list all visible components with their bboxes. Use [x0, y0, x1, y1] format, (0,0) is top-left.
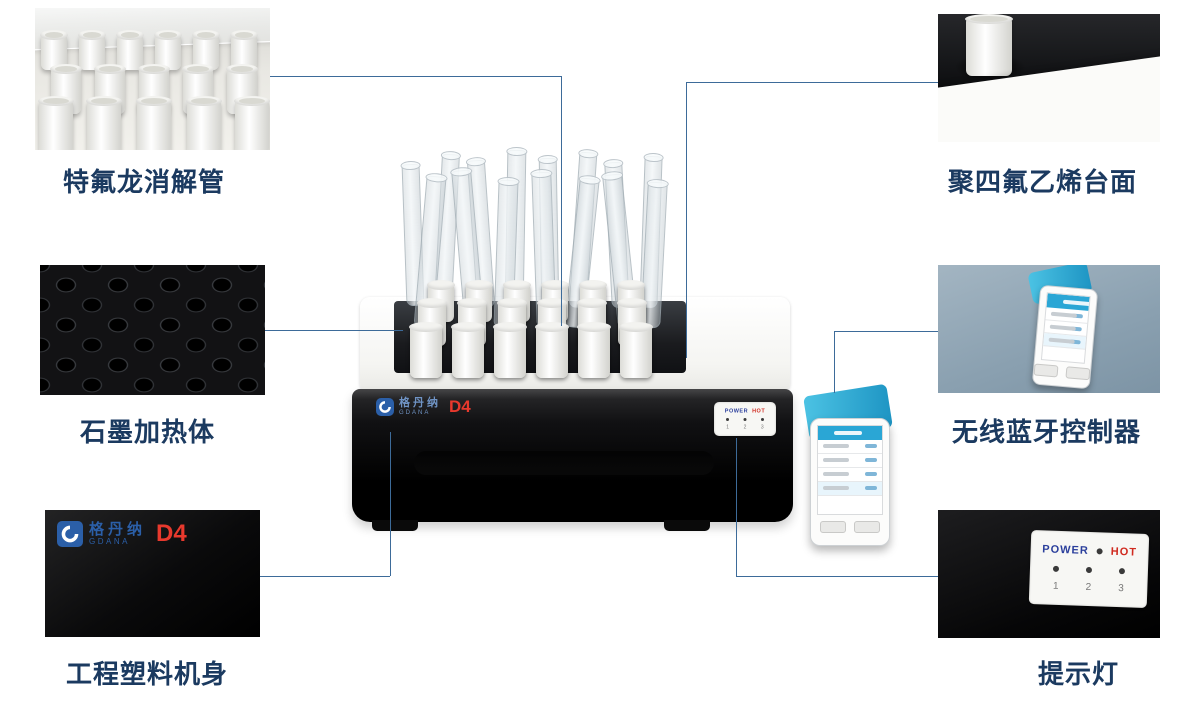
brand-name-en: GDANA: [399, 409, 431, 416]
brand-name-cn: 格丹纳: [399, 397, 441, 410]
ptfe-tube: [226, 64, 258, 114]
instrument-foot: [372, 520, 418, 531]
ptfe-sleeve: [619, 322, 653, 378]
hot-label: HOT: [752, 407, 766, 414]
ptfe-tube: [234, 96, 270, 150]
model-label: D4: [449, 397, 471, 416]
indicator-led: [743, 417, 747, 421]
indicator-number: 1: [726, 424, 730, 431]
brand-name-en: GDANA: [89, 536, 130, 546]
indicator-led: [726, 417, 730, 421]
photo-teflon-tubes: [35, 8, 270, 150]
ptfe-tube: [116, 30, 144, 70]
handle-recess: [414, 451, 714, 475]
controller-buttons: [811, 521, 889, 533]
controller-screen-header: [818, 426, 882, 440]
connector-ptfe-deck-h: [686, 82, 938, 83]
connector-bluetooth-h: [834, 331, 938, 332]
connector-plastic-body-v: [390, 432, 391, 576]
photo-ptfe-deck: [938, 14, 1160, 142]
controller-button: [820, 521, 846, 533]
photo-graphite-heater: [40, 265, 265, 395]
photo-indicator-lights: POWER HOT 1 2 3: [938, 510, 1160, 638]
controller-body: [810, 418, 890, 546]
ptfe-sleeve: [451, 322, 485, 378]
screen-row: [818, 440, 882, 454]
controller-screen: [817, 425, 883, 515]
instrument-foot: [664, 520, 710, 531]
ptfe-sleeve: [535, 322, 569, 378]
connector-indicator-lights-h: [736, 576, 938, 577]
model-label: D4: [156, 520, 187, 547]
ptfe-tube: [186, 96, 222, 150]
connector-plastic-body-h: [260, 576, 390, 577]
photo-bluetooth-controller: [938, 265, 1160, 393]
screen-row: [818, 482, 882, 496]
brand-name: 格丹纳 GDANA: [89, 522, 146, 546]
label-teflon-tubes: 特氟龙消解管: [63, 167, 226, 197]
label-plastic-body: 工程塑料机身: [66, 659, 229, 689]
ptfe-tube-grid: [35, 8, 270, 150]
label-graphite-heater: 石墨加热体: [80, 417, 216, 447]
ptfe-sleeve: [577, 322, 611, 378]
connector-indicator-lights-v: [736, 438, 737, 576]
bluetooth-controller: [803, 383, 896, 550]
screen-row: [818, 468, 882, 482]
brand-logo: 格丹纳 GDANA D4: [57, 520, 187, 548]
indicator-number: 2: [743, 424, 747, 431]
label-ptfe-deck: 聚四氟乙烯台面: [948, 167, 1138, 197]
photo-plastic-body: 格丹纳 GDANA D4: [45, 510, 260, 637]
ptfe-tube: [38, 96, 74, 150]
screen-row: [818, 454, 882, 468]
controller-button: [854, 521, 880, 533]
ptfe-sleeve: [493, 322, 527, 378]
connector-teflon-tubes-h: [270, 76, 561, 77]
connector-bluetooth-v: [834, 331, 835, 393]
label-indicator-lights: 提示灯: [1038, 659, 1120, 689]
brand-name-cn: 格丹纳: [89, 520, 147, 538]
indicator-number: 3: [760, 424, 764, 431]
power-label: POWER: [724, 407, 749, 414]
connector-graphite-heater-h: [265, 330, 403, 331]
indicator-panel: POWER HOT 1 2 3: [714, 402, 776, 436]
brand-logo: 格丹纳 GDANA D4: [376, 397, 471, 417]
label-bluetooth-controller: 无线蓝牙控制器: [952, 417, 1142, 447]
ptfe-tube: [136, 96, 172, 150]
brand-name: 格丹纳 GDANA: [399, 398, 441, 416]
brand-logo-icon: [376, 398, 394, 416]
ptfe-sleeve-grid: [394, 280, 686, 384]
connector-teflon-tubes-v: [561, 76, 562, 326]
connector-ptfe-deck-v: [686, 82, 687, 358]
ptfe-tube: [86, 96, 122, 150]
brand-logo-icon: [57, 521, 83, 547]
ptfe-tube: [965, 14, 1013, 76]
ptfe-sleeve: [409, 322, 443, 378]
indicator-led: [760, 417, 764, 421]
